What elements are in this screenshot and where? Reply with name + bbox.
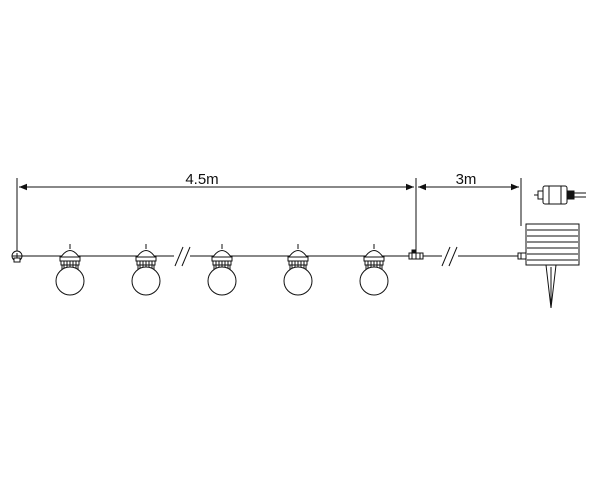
globe-bulb-icon: [207, 244, 237, 296]
dimension-label-string: 4.5m: [185, 171, 218, 188]
solar-panel-icon: [525, 223, 580, 266]
plug-adapter-icon: [534, 185, 586, 205]
dimension-string-length: 4.5m: [16, 171, 417, 258]
bulb-group: [55, 244, 389, 296]
cable-break-icon: [441, 246, 458, 267]
dimension-lead-length: 3m: [418, 171, 522, 226]
globe-bulb-icon: [283, 244, 313, 296]
cable-connector-icon: [408, 249, 424, 260]
globe-bulb-icon: [55, 244, 85, 296]
end-cap-icon: [11, 250, 23, 263]
cable-break-icon: [174, 246, 191, 267]
globe-bulb-icon: [131, 244, 161, 296]
ground-stake-icon: [545, 264, 557, 309]
dimension-label-lead: 3m: [456, 171, 477, 188]
panel-plug-icon: [517, 252, 527, 260]
globe-bulb-icon: [359, 244, 389, 296]
